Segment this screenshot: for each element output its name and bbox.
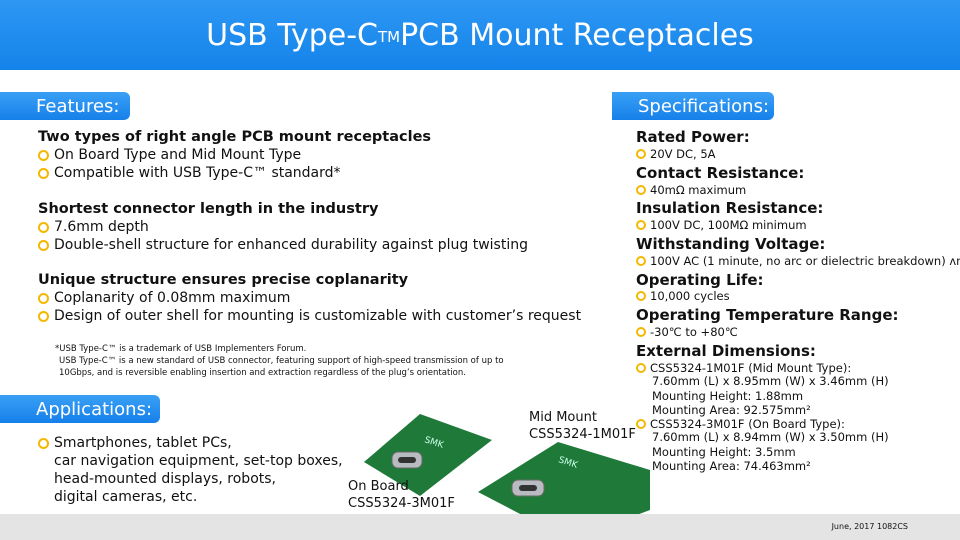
onboard-connector-port <box>398 457 416 463</box>
midmount-caption-type: Mid Mount <box>529 410 597 425</box>
spec-heading: Rated Power: <box>636 128 750 146</box>
spec-heading: Insulation Resistance: <box>636 199 824 217</box>
bullet-icon <box>38 310 49 322</box>
title-tm: TM <box>377 28 401 46</box>
feature-item: On Board Type and Mid Mount Type <box>38 147 301 163</box>
footer-date: June, 2017 1082CS <box>831 522 908 531</box>
bullet-icon <box>636 419 646 429</box>
spec-value-text: -30℃ to +80℃ <box>650 325 738 339</box>
bullet-icon <box>38 292 49 304</box>
bullet-icon <box>636 185 646 195</box>
bullet-icon <box>38 221 49 233</box>
spec-value: 100V AC (1 minute, no arc or dielectric … <box>636 254 960 268</box>
bullet-icon <box>636 363 646 373</box>
feature-heading: Unique structure ensures precise coplana… <box>38 272 409 288</box>
feature-item: 7.6mm depth <box>38 219 149 235</box>
spec-value-text: 100V DC, 100MΩ minimum <box>650 218 807 232</box>
feature-item: Compatible with USB Type-C™ standard* <box>38 165 341 181</box>
bullet-icon <box>636 291 646 301</box>
spec-value: 20V DC, 5A <box>636 147 716 161</box>
midmount-caption-part: CSS5324-1M01F <box>529 427 636 442</box>
feature-item-text: Compatible with USB Type-C™ standard* <box>54 165 341 181</box>
spec-value-text: 100V AC (1 minute, no arc or dielectric … <box>650 254 960 268</box>
dimension-line: 7.60mm (L) x 8.95mm (W) x 3.46mm (H) <box>652 374 889 388</box>
spec-heading: Operating Temperature Range: <box>636 306 899 324</box>
dimension-line: Mounting Height: 3.5mm <box>652 444 796 459</box>
application-line: Smartphones, tablet PCs, <box>54 435 232 451</box>
onboard-caption-part: CSS5324-3M01F <box>348 496 455 511</box>
feature-heading: Shortest connector length in the industr… <box>38 201 379 217</box>
bullet-icon <box>38 167 49 179</box>
onboard-caption-type: On Board <box>348 479 409 494</box>
dimension-lines: 7.60mm (L) x 8.94mm (W) x 3.50mm (H)Moun… <box>652 430 889 474</box>
title-text-rest: PCB Mount Receptacles <box>400 17 754 53</box>
onboard-pcb <box>364 414 492 496</box>
spec-heading: External Dimensions: <box>636 342 816 360</box>
feature-item-text: Coplanarity of 0.08mm maximum <box>54 290 291 306</box>
bullet-icon <box>636 220 646 230</box>
note-line: 10Gbps, and is reversible enabling inser… <box>59 368 466 378</box>
application-line: car navigation equipment, set-top boxes, <box>54 453 343 469</box>
feature-heading: Two types of right angle PCB mount recep… <box>38 129 432 145</box>
bullet-icon <box>38 239 49 251</box>
feature-item: Double-shell structure for enhanced dura… <box>38 237 528 253</box>
features-label: Features: <box>0 92 130 120</box>
dimension-lines: 7.60mm (L) x 8.95mm (W) x 3.46mm (H)Moun… <box>652 374 889 418</box>
bullet-icon <box>38 149 49 161</box>
dimension-line: 7.60mm (L) x 8.94mm (W) x 3.50mm (H) <box>652 430 889 444</box>
bullet-icon <box>636 327 646 337</box>
spec-value-text: 40mΩ maximum <box>650 183 747 197</box>
dimension-line: Mounting Height: 1.88mm <box>652 388 804 403</box>
bullet-icon <box>636 149 646 159</box>
feature-item: Design of outer shell for mounting is cu… <box>38 308 581 324</box>
spec-heading: Withstanding Voltage: <box>636 235 826 253</box>
note-line: USB Type-C™ is a new standard of USB con… <box>59 356 504 366</box>
title-text: USB Type-C <box>206 17 378 53</box>
spec-heading: Contact Resistance: <box>636 164 805 182</box>
feature-item-text: Double-shell structure for enhanced dura… <box>54 237 528 253</box>
dimension-title-text: CSS5324-3M01F (On Board Type): <box>650 417 845 431</box>
spec-value: 40mΩ maximum <box>636 183 746 197</box>
application-line: head-mounted displays, robots, <box>54 471 276 487</box>
application-item: Smartphones, tablet PCs, <box>38 435 232 451</box>
dimension-title-text: CSS5324-1M01F (Mid Mount Type): <box>650 361 852 375</box>
note-line: *USB Type-C™ is a trademark of USB Imple… <box>55 344 307 354</box>
specifications-label: Specifications: <box>612 92 774 120</box>
feature-item-text: On Board Type and Mid Mount Type <box>54 147 302 163</box>
application-line: digital cameras, etc. <box>54 489 198 505</box>
spec-value: 100V DC, 100MΩ minimum <box>636 218 807 232</box>
feature-item: Coplanarity of 0.08mm maximum <box>38 290 290 306</box>
dimension-line: Mounting Area: 92.575mm² <box>652 403 811 417</box>
dimension-line: Mounting Area: 74.463mm² <box>652 459 811 473</box>
spec-heading: Operating Life: <box>636 271 764 289</box>
bullet-icon <box>38 437 49 449</box>
spec-value: 10,000 cycles <box>636 289 730 303</box>
dimension-title: CSS5324-3M01F (On Board Type): <box>636 417 845 431</box>
spec-value-text: 20V DC, 5A <box>650 147 716 161</box>
midmount-connector-port <box>519 485 537 491</box>
footer: June, 2017 1082CS <box>0 514 960 540</box>
dimension-title: CSS5324-1M01F (Mid Mount Type): <box>636 361 851 375</box>
feature-item-text: 7.6mm depth <box>54 219 149 235</box>
spec-value-text: 10,000 cycles <box>650 289 730 303</box>
trademark-note: *USB Type-C™ is a trademark of USB Imple… <box>55 343 504 379</box>
applications-label: Applications: <box>0 395 160 423</box>
bullet-icon <box>636 256 646 266</box>
feature-item-text: Design of outer shell for mounting is cu… <box>54 308 582 324</box>
spec-value: -30℃ to +80℃ <box>636 325 738 339</box>
